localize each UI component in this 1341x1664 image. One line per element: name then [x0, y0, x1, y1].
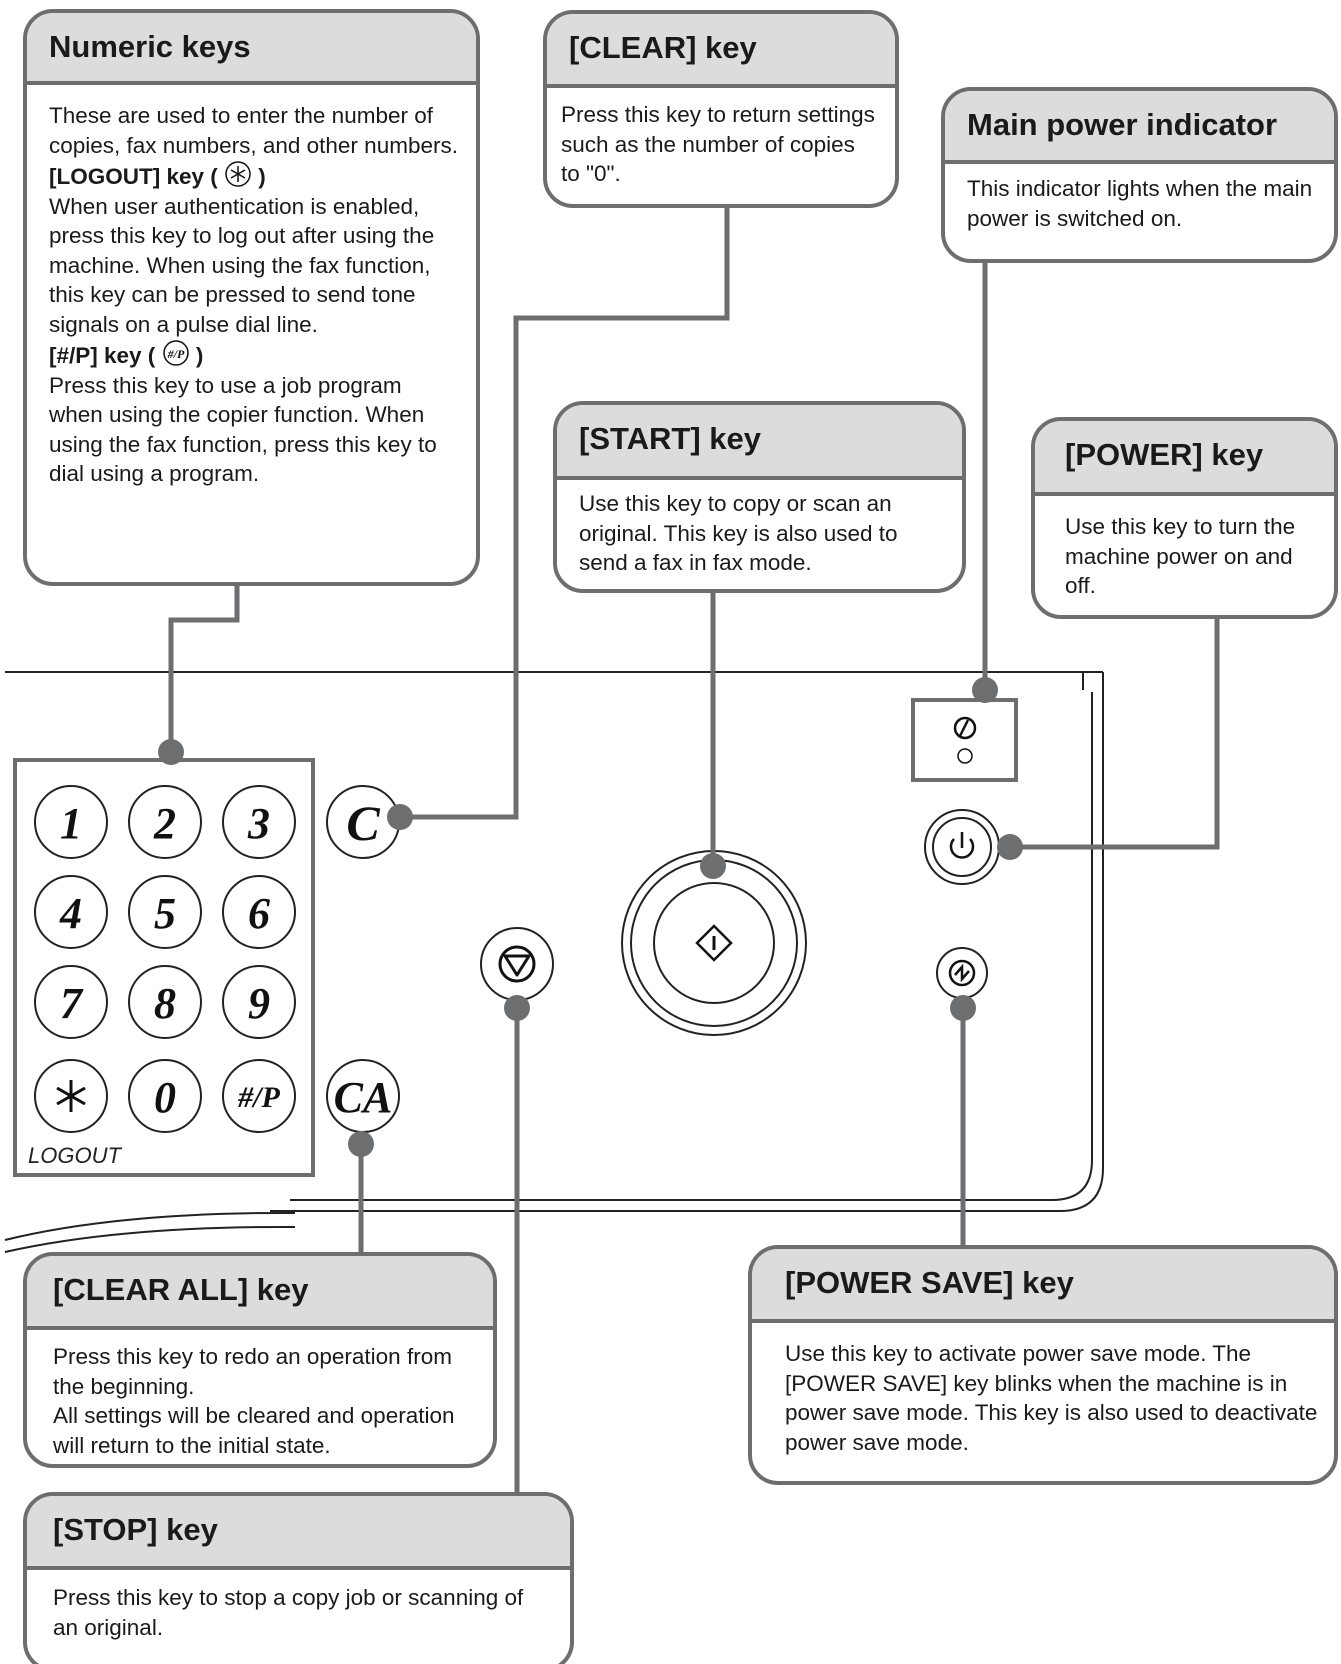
clear-key-label: C — [346, 795, 380, 851]
callout-text: Press this key to stop a copy job or sca… — [53, 1585, 524, 1640]
callout-power-key: [POWER] key Use this key to turn the mac… — [1031, 417, 1338, 619]
main-power-icon — [953, 716, 977, 740]
power-icon — [949, 838, 975, 859]
numeric-key-6[interactable]: 6 — [222, 875, 296, 949]
numeric-key-4[interactable]: 4 — [34, 875, 108, 949]
stop-icon — [498, 945, 536, 983]
key-label: 7 — [60, 979, 84, 1028]
logout-label: LOGOUT — [28, 1143, 122, 1168]
asterisk-icon — [56, 1080, 86, 1112]
hashp-key-heading: [#/P] key ( #/P ) — [49, 339, 460, 371]
logout-key-close: ) — [258, 164, 266, 189]
numeric-key-3[interactable]: 3 — [222, 785, 296, 859]
callout-text: All settings will be cleared and operati… — [53, 1403, 455, 1458]
callout-text: This indicator lights when the main powe… — [967, 176, 1313, 231]
numeric-keypad: 1 2 3 4 5 6 7 8 9 0 #/P — [34, 785, 296, 1133]
callout-text: Press this key to return settings such a… — [561, 102, 875, 186]
numeric-key-0[interactable]: 0 — [128, 1059, 202, 1133]
callout-text: Use this key to copy or scan an original… — [579, 491, 898, 575]
key-label: 1 — [60, 799, 82, 848]
stop-key[interactable] — [480, 927, 554, 1001]
key-label: 4 — [59, 889, 82, 938]
logout-key[interactable] — [34, 1059, 108, 1133]
callout-text: Use this key to turn the machine power o… — [1065, 514, 1296, 598]
callout-title: [CLEAR ALL] key — [27, 1256, 493, 1330]
leader-lines — [168, 205, 1220, 1492]
clear-all-key[interactable]: CA — [326, 1059, 400, 1133]
callout-start-key: [START] key Use this key to copy or scan… — [553, 401, 966, 593]
callout-title: Main power indicator — [945, 91, 1334, 164]
key-label: 0 — [154, 1073, 176, 1122]
main-power-indicator — [911, 698, 1018, 782]
panel-outline — [4, 671, 1104, 1253]
svg-text:#/P: #/P — [166, 347, 184, 361]
callout-text: Press this key to redo an operation from… — [53, 1344, 452, 1399]
callout-title: [POWER SAVE] key — [752, 1249, 1334, 1323]
numeric-key-1[interactable]: 1 — [34, 785, 108, 859]
callout-title: [CLEAR] key — [547, 14, 895, 88]
leader-dots — [158, 677, 1023, 1157]
callout-clear-key: [CLEAR] key Press this key to return set… — [543, 10, 899, 208]
hashp-key-title: [#/P] key ( — [49, 343, 156, 368]
key-label: #/P — [237, 1081, 280, 1114]
callout-main-power-indicator: Main power indicator This indicator ligh… — [941, 87, 1338, 263]
numeric-key-8[interactable]: 8 — [128, 965, 202, 1039]
callout-title: [POWER] key — [1035, 421, 1334, 496]
key-label: 6 — [248, 889, 270, 938]
callout-clear-all-key: [CLEAR ALL] key Press this key to redo a… — [23, 1252, 497, 1468]
callout-text: Use this key to activate power save mode… — [785, 1341, 1318, 1455]
logout-key-heading: [LOGOUT] key ( ) — [49, 160, 460, 192]
callout-power-save-key: [POWER SAVE] key Use this key to activat… — [748, 1245, 1338, 1485]
hashp-key-text: Press this key to use a job program when… — [49, 372, 437, 487]
callout-numeric-keys: Numeric keys These are used to enter the… — [23, 9, 480, 586]
power-save-icon — [948, 959, 976, 987]
numeric-key-2[interactable]: 2 — [128, 785, 202, 859]
hashp-key-close: ) — [195, 343, 204, 368]
start-icon — [695, 924, 733, 962]
callout-title: [STOP] key — [27, 1496, 570, 1570]
power-key[interactable] — [924, 809, 1000, 885]
key-label: 5 — [154, 889, 176, 938]
callout-title: Numeric keys — [27, 13, 476, 85]
key-label: 3 — [247, 799, 270, 848]
numeric-key-5[interactable]: 5 — [128, 875, 202, 949]
logout-key-title: [LOGOUT] key ( — [49, 164, 218, 189]
key-label: 8 — [154, 979, 176, 1028]
start-key[interactable] — [621, 850, 807, 1036]
numeric-key-9[interactable]: 9 — [222, 965, 296, 1039]
logout-key-text: When user authentication is enabled, pre… — [49, 193, 435, 337]
hash-p-key[interactable]: #/P — [222, 1059, 296, 1133]
key-label: 9 — [248, 979, 270, 1028]
power-save-key[interactable] — [936, 947, 988, 999]
hash-p-icon: #/P — [162, 340, 189, 366]
callout-title: [START] key — [557, 405, 962, 480]
key-label: 2 — [153, 799, 176, 848]
indicator-lamp — [957, 748, 973, 764]
numeric-key-7[interactable]: 7 — [34, 965, 108, 1039]
callout-text: These are used to enter the number of co… — [49, 103, 458, 158]
clear-all-key-label: CA — [334, 1073, 393, 1122]
asterisk-icon — [225, 161, 251, 187]
callout-stop-key: [STOP] key Press this key to stop a copy… — [23, 1492, 574, 1664]
